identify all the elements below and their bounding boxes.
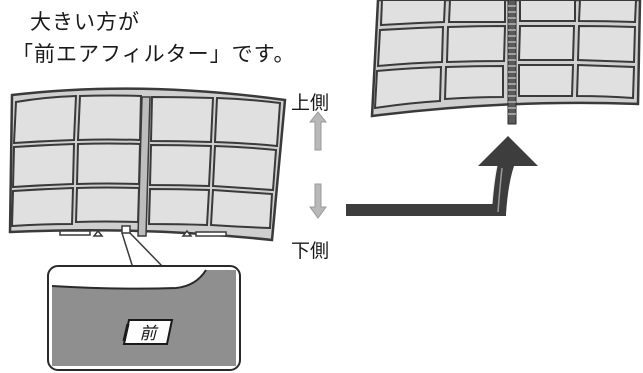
rear-filter-grid bbox=[373, 0, 638, 110]
front-air-filter bbox=[8, 87, 287, 242]
down-arrow-icon bbox=[309, 183, 327, 219]
lower-side-label: 下側 bbox=[291, 240, 330, 262]
filter-bottom-rail bbox=[59, 225, 227, 237]
up-arrow-icon bbox=[308, 111, 328, 151]
rear-air-filter bbox=[370, 0, 642, 125]
bend-arrow-icon bbox=[346, 136, 538, 216]
front-mark-text: 前 bbox=[140, 324, 159, 344]
filter-center-seam bbox=[137, 96, 151, 237]
note-text-line-2: 「前エアフィルター」です。 bbox=[12, 42, 296, 66]
upper-side-label: 上側 bbox=[291, 92, 330, 114]
filter-grid-left bbox=[10, 94, 143, 228]
rear-filter-zipper bbox=[507, 0, 517, 125]
filter-grid-right bbox=[147, 95, 282, 230]
note-text-line-1: 大きい方が bbox=[30, 10, 140, 34]
front-mark-icon: 前 bbox=[122, 319, 174, 345]
zoom-callout-lines bbox=[121, 232, 165, 269]
front-mark-indicator bbox=[121, 225, 131, 234]
front-mark-zoom-panel: 前 bbox=[47, 265, 241, 371]
